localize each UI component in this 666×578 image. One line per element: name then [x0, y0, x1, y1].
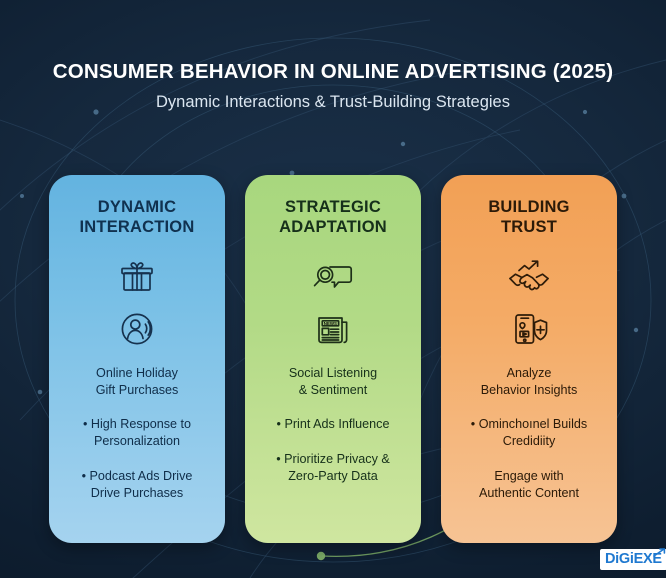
card-dynamic-interaction[interactable]: DYNAMIC INTERACTION: [49, 175, 225, 543]
card-line: Social Listening& Sentiment: [288, 365, 378, 397]
card-title-building-trust: BUILDING TRUST: [488, 197, 569, 238]
newspaper-icon: NEWS: [311, 309, 355, 349]
newspaper-label-text: NEWS: [324, 321, 337, 326]
phone-shield-icon: [506, 309, 552, 349]
logo-text: DiGiEXE: [605, 551, 662, 567]
card-title-strategic-adaptation: STRATEGIC ADAPTATION: [279, 197, 387, 238]
gift-box-icon: [117, 257, 157, 297]
card-title-line2: TRUST: [500, 218, 557, 237]
card-title-line2: ADAPTATION: [279, 218, 387, 237]
card-title-dynamic-interaction: DYNAMIC INTERACTION: [80, 197, 195, 238]
card-line: • Prioritize Privacy &Zero-Party Data: [276, 452, 390, 483]
card-icons-dynamic-interaction: [117, 257, 157, 349]
card-line: • Print Ads Influence: [276, 417, 390, 432]
person-voice-icon: [117, 309, 157, 349]
card-title-line1: STRATEGIC: [285, 198, 381, 216]
card-title-line1: DYNAMIC: [97, 198, 177, 216]
handshake-growth-icon: [506, 257, 552, 297]
card-title-line1: BUILDING: [488, 198, 570, 216]
cards-row: DYNAMIC INTERACTION: [49, 175, 617, 543]
card-title-line2: INTERACTION: [79, 218, 195, 237]
header: CONSUMER BEHAVIOR IN ONLINE ADVERTISING …: [0, 60, 666, 112]
card-icons-strategic-adaptation: NEWS: [311, 257, 355, 349]
digiexe-logo[interactable]: DiGiEXE: [600, 548, 666, 570]
card-lines-strategic-adaptation: Social Listening& Sentiment • Print Ads …: [257, 365, 409, 496]
card-icons-building-trust: [506, 257, 552, 349]
page-subtitle: Dynamic Interactions & Trust-Building St…: [156, 92, 510, 111]
page-title: CONSUMER BEHAVIOR IN ONLINE ADVERTISING …: [52, 60, 614, 83]
card-strategic-adaptation[interactable]: STRATEGIC ADAPTATION: [245, 175, 421, 543]
magnifier-speech-bubble-icon: [311, 257, 355, 297]
card-building-trust[interactable]: BUILDING TRUST: [441, 175, 617, 543]
